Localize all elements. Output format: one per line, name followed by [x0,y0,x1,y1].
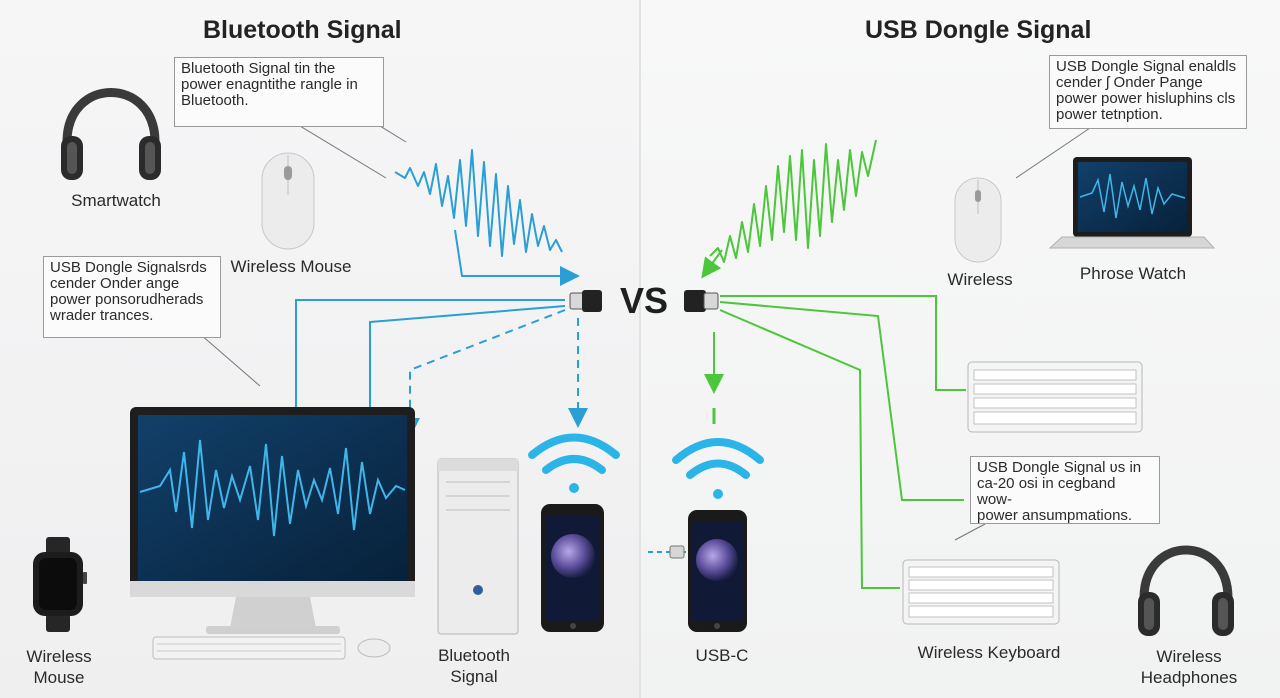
tower-pc-icon [437,458,519,635]
usb-callout-middle: USB Dongle Signal ʋs in ca-20 osi in ceg… [970,456,1160,524]
desk-keyboard-icon [152,636,346,660]
keyboard-icon-top [967,361,1143,433]
headphones-label: Smartwatch [71,191,161,210]
wifi-icon-left [528,433,620,493]
bluetooth-wave-arrow [454,229,580,286]
smartphone-icon-left [541,504,604,632]
wireless-mouse-icon-right [954,177,1002,263]
keyboard-icon-bottom [902,559,1060,625]
center-divider [639,0,641,698]
keyboard-label: Wireless Keyboard [917,643,1061,662]
headphones-icon [61,88,161,180]
bluetooth-wave [394,149,563,257]
desktop-monitor-icon [130,407,415,634]
laptop-label: Phrose Watch [1079,264,1187,283]
bluetooth-dongle-icon [569,290,602,312]
wifi-icon-right [672,438,764,499]
wireless-mouse-label: Wireless Mouse [230,257,352,276]
usb-dongle-wave [709,139,877,263]
callout-leader-lines-left [199,125,407,387]
smartwatch-icon [33,537,87,632]
wireless-mouse-icon [261,152,315,250]
vs-label: VS [620,280,669,321]
headphones-right-label: Wireless Headphones [1140,647,1238,687]
usb-connection-lines [704,295,966,589]
right-mouse-label: Wireless [947,270,1013,289]
usb-dongle-title: USB Dongle Signal [865,16,1092,44]
usb-c-label: USB-C [695,646,749,665]
usb-dongle-icon [684,290,719,312]
usb-callout-top: USB Dongle Signal enaldls cender ʃ Onder… [1049,55,1247,129]
bluetooth-callout-middle: USB Dongle Signalsrds cender Onder ange … [43,256,221,338]
laptop-icon [1048,157,1216,249]
desk-mouse-icon [357,638,391,658]
tower-label: Bluetooth Signal [438,646,510,686]
bluetooth-callout-top: Bluetooth Signal tin the power enagntith… [174,57,384,127]
headphones-icon-right [1138,545,1234,636]
usb-wave-arrow [701,249,723,279]
bluetooth-title: Bluetooth Signal [203,16,402,44]
bluetooth-connection-lines [295,299,588,438]
smartwatch-label: Wireless Mouse [26,647,92,687]
callout-leader-lines-right [954,127,1091,541]
smartphone-icon-right [688,510,747,632]
